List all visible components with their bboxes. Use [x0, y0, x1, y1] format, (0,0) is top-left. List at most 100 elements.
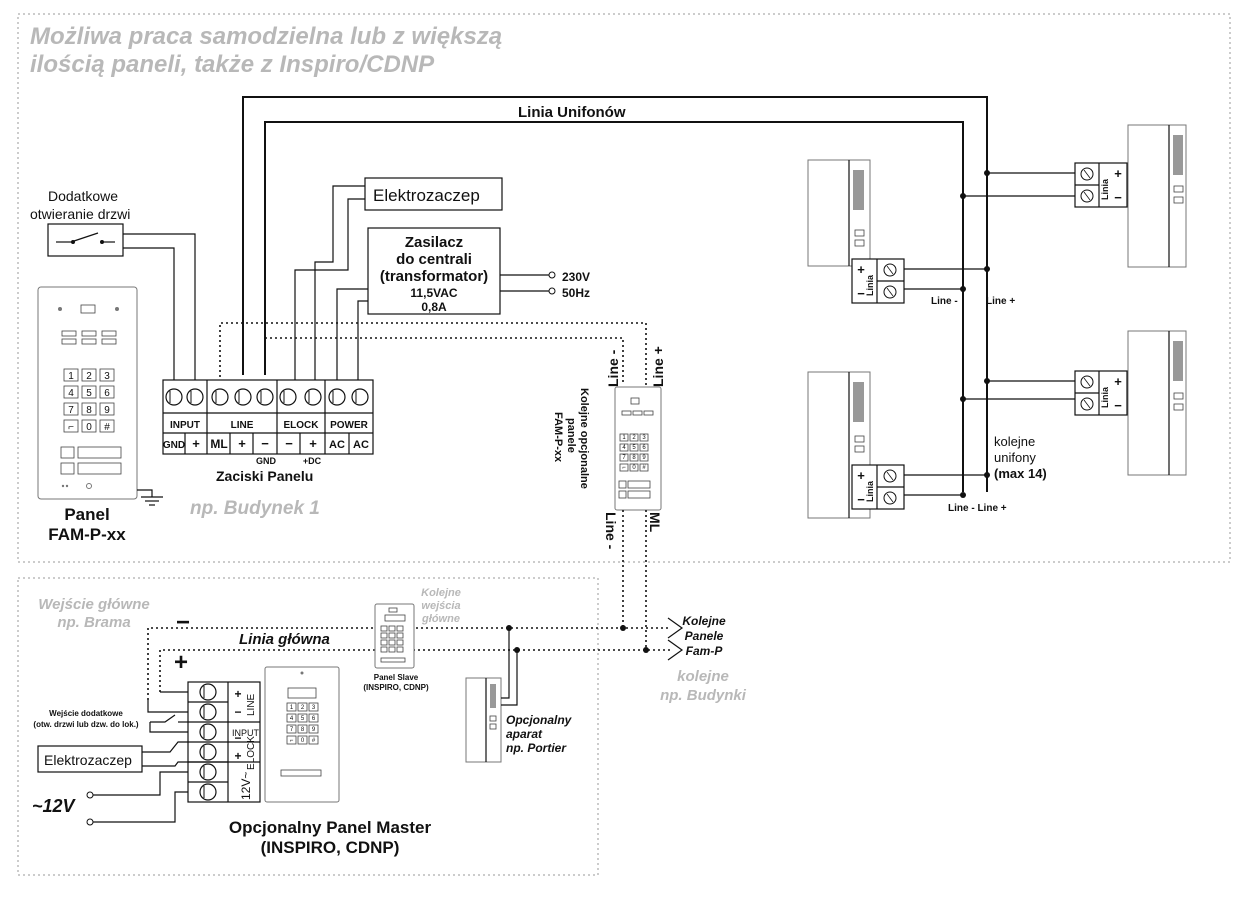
portier-line2: aparat — [506, 727, 543, 741]
term-pin-6: + — [309, 436, 317, 451]
keypad-key-glyph: 4 — [622, 445, 626, 451]
psu-line1: Zasilacz — [405, 234, 463, 251]
term-group-input: INPUT — [170, 420, 200, 431]
ac-label: ~12V — [32, 796, 77, 816]
term-pin-2: ML — [210, 437, 227, 451]
extra-open-switch — [47, 223, 124, 257]
master-strike-label: Elektrozaczep — [44, 752, 132, 768]
svg-text:−: − — [1114, 398, 1122, 413]
next-line-plus-top: Line + — [650, 346, 666, 387]
bus-wire-inner — [264, 121, 964, 492]
keypad-key-glyph: 0 — [632, 465, 636, 471]
keypad-key — [81, 402, 97, 416]
keypad-key-glyph: 4 — [290, 716, 294, 722]
psu-line5: 0,8A — [421, 300, 447, 314]
keypad-key — [297, 724, 308, 734]
keypad-key — [629, 443, 639, 452]
keypad-key-glyph: 1 — [68, 371, 74, 382]
keypad-key — [286, 713, 297, 723]
slave-line2: (INSPIRO, CDNP) — [363, 683, 429, 692]
main-plus: + — [174, 649, 188, 676]
line-both-bottom: Line - Line + — [948, 503, 1007, 514]
keypad-key-glyph: 1 — [622, 435, 626, 441]
handset-linia-1: Linia — [1100, 178, 1110, 200]
keypad-key-glyph: 2 — [86, 371, 92, 382]
keypad-key — [99, 368, 115, 382]
keypad-key-glyph: 4 — [68, 388, 74, 399]
keypad-key — [81, 419, 97, 433]
keypad-key — [81, 385, 97, 399]
keypad-key-glyph: 1 — [290, 705, 294, 711]
master-terminal-block: + − − + — [187, 681, 261, 803]
term-pin-0: GND — [163, 440, 185, 451]
next-fam-line1: Kolejne — [682, 614, 726, 628]
main-entry-title2: np. Brama — [57, 614, 130, 631]
term-sub-gnd: GND — [256, 456, 277, 466]
master-term-line: LINE — [246, 693, 257, 716]
keypad-key — [629, 433, 639, 442]
keypad-key-glyph: 9 — [104, 405, 110, 416]
handset-terminal-1: + − — [1074, 162, 1128, 208]
handset-terminal-4: + − — [851, 464, 905, 510]
master-term-input: INPUT — [232, 728, 260, 738]
keypad-key-glyph: 7 — [622, 455, 626, 461]
strike-box — [364, 177, 503, 211]
keypad-key — [396, 625, 404, 632]
main-entry-title1: Wejście główne — [38, 596, 149, 613]
keypad-key — [286, 702, 297, 712]
keypad-key — [388, 646, 396, 653]
keypad-key — [380, 632, 388, 639]
handset-linia-2: Linia — [865, 274, 875, 296]
term-pin-7: AC — [329, 439, 345, 451]
master-term-12v: 12V~ — [239, 772, 253, 800]
ground-symbol — [137, 489, 163, 506]
next-panels-line2: panele — [565, 418, 577, 453]
next-line-minus-bottom: Line - — [603, 512, 619, 550]
keypad-key — [619, 433, 629, 442]
keypad-key — [396, 639, 404, 646]
keypad-key — [297, 702, 308, 712]
bus-label: Linia Unifonów — [518, 104, 626, 121]
portier-line1: Opcjonalny — [506, 713, 573, 727]
svg-text:+: + — [1114, 166, 1122, 181]
keypad-key-glyph: # — [312, 738, 316, 744]
mains-v: 230V — [562, 270, 590, 284]
keypad-key — [63, 419, 79, 433]
keypad-key — [380, 625, 388, 632]
keypad-key — [396, 632, 404, 639]
keypad-key-glyph: ⌐ — [290, 738, 294, 744]
keypad-key — [639, 443, 649, 452]
svg-text:+: + — [857, 468, 865, 483]
extra-input-line1: Wejście dodatkowe — [49, 709, 123, 718]
keypad-key-glyph: 6 — [642, 445, 646, 451]
keypad-key — [639, 453, 649, 462]
master-line1: Opcjonalny Panel Master — [229, 818, 432, 837]
keypad-key-glyph: 7 — [68, 405, 74, 416]
building1-frame — [17, 13, 1231, 563]
svg-text:−: − — [234, 731, 241, 745]
keypad-key-glyph: ⌐ — [622, 465, 626, 471]
svg-text:−: − — [857, 492, 865, 507]
main-bus-label: Linia główna — [239, 631, 330, 648]
next-fam-arrows — [667, 617, 684, 661]
keypad-key — [380, 639, 388, 646]
keypad-key — [639, 433, 649, 442]
handset-2 — [1127, 124, 1187, 268]
terminal-title: Zaciski Panelu — [216, 468, 313, 484]
keypad-key — [308, 724, 319, 734]
keypad-key-glyph: 6 — [312, 716, 316, 722]
header-line1: Możliwa praca samodzielna lub z większą — [30, 23, 502, 50]
panel-fam-lower — [60, 446, 122, 489]
keypad-key — [286, 724, 297, 734]
handset-linia-4: Linia — [865, 480, 875, 502]
terminal-block — [162, 379, 374, 455]
keypad-key — [286, 735, 297, 745]
line-plus-mid: Line + — [986, 296, 1015, 307]
keypad-key-glyph: 5 — [86, 388, 92, 399]
keypad-key-glyph: 2 — [632, 435, 636, 441]
bus-wire-outer — [242, 96, 988, 492]
term-group-line: LINE — [231, 420, 254, 431]
keypad-key-glyph: 8 — [86, 405, 92, 416]
term-group-power: POWER — [330, 420, 369, 431]
